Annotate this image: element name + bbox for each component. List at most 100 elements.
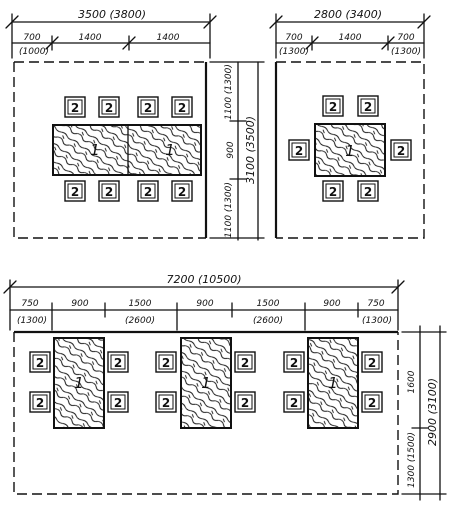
table-a-label-2: 1 — [165, 141, 175, 159]
chair-label: 2 — [114, 356, 122, 370]
chair-c10: 2 — [283, 391, 305, 413]
table-a-texture — [54, 126, 200, 174]
chair-label: 2 — [329, 100, 337, 114]
dim-b-w1-alt: (1300) — [279, 47, 309, 57]
chair-b5: 2 — [322, 180, 344, 202]
chair-label: 2 — [162, 396, 170, 410]
dim-tick — [122, 36, 136, 50]
dim-a-w2: 1400 — [79, 33, 102, 43]
chair-label: 2 — [178, 185, 186, 199]
chair-c1: 2 — [29, 351, 51, 373]
chair-label: 2 — [364, 185, 372, 199]
table-c2-label: 1 — [201, 374, 211, 392]
chair-label: 2 — [144, 101, 152, 115]
dim-tick — [3, 280, 17, 294]
chair-label: 2 — [295, 144, 303, 158]
table-c3-texture — [309, 339, 357, 427]
chair-a8: 2 — [171, 180, 193, 202]
dim-tick — [381, 36, 395, 50]
dim-c-total: 7200 (10500) — [166, 273, 241, 286]
chair-b6: 2 — [357, 180, 379, 202]
dim-b-w2: 1400 — [339, 33, 362, 43]
chair-a3: 2 — [137, 96, 159, 118]
chair-label: 2 — [241, 396, 249, 410]
chair-a7: 2 — [137, 180, 159, 202]
layout-c: 7200 (10500) 750 900 1500 900 1500 900 7… — [3, 273, 447, 501]
chair-label: 2 — [368, 356, 376, 370]
table-c3-label: 1 — [328, 374, 338, 392]
table-c1-label: 1 — [74, 374, 84, 392]
dim-a-h3: 1100 (1300) — [224, 182, 234, 238]
chair-label: 2 — [71, 101, 79, 115]
dim-a-w3: 1400 — [157, 33, 180, 43]
dim-b-w1: 700 — [285, 33, 302, 43]
chair-label: 2 — [290, 356, 298, 370]
dim-a-w1: 700 — [23, 33, 40, 43]
chair-a6: 2 — [98, 180, 120, 202]
chair-a4: 2 — [171, 96, 193, 118]
dim-c-w6: 900 — [323, 299, 340, 309]
chair-c2: 2 — [29, 391, 51, 413]
chair-label: 2 — [105, 101, 113, 115]
room-outline-a — [13, 61, 206, 239]
chair-b2: 2 — [357, 95, 379, 117]
dim-tick — [45, 36, 59, 50]
dim-c-w3-alt: (2600) — [125, 316, 155, 326]
table-c2-texture — [182, 339, 230, 427]
chair-label: 2 — [36, 356, 44, 370]
dim-a-h1: 1100 (1300) — [224, 64, 234, 120]
dim-a-total: 3500 (3800) — [78, 8, 146, 21]
table-b-texture — [316, 125, 384, 175]
chair-label: 2 — [329, 185, 337, 199]
chair-a1: 2 — [64, 96, 86, 118]
chair-b1: 2 — [322, 95, 344, 117]
chair-c8: 2 — [234, 391, 256, 413]
chair-c5: 2 — [155, 351, 177, 373]
dim-c-w4: 900 — [196, 299, 213, 309]
dim-a-h2: 900 — [226, 141, 236, 158]
dim-b-w3: 700 — [397, 33, 414, 43]
chair-label: 2 — [368, 396, 376, 410]
table-a-label-1: 1 — [90, 141, 100, 159]
dim-c-h2: 1300 (1500) — [407, 432, 417, 488]
dim-c-w5: 1500 — [257, 299, 280, 309]
dim-c-w7-alt: (1300) — [362, 316, 392, 326]
chair-a2: 2 — [98, 96, 120, 118]
dim-c-w5-alt: (2600) — [253, 316, 283, 326]
chair-c7: 2 — [234, 351, 256, 373]
chair-label: 2 — [36, 396, 44, 410]
dim-c-htotal: 2900 (3100) — [426, 378, 439, 446]
layout-a: 3500 (3800) 700 1400 1400 (1000) 1100 (1… — [5, 8, 265, 241]
dim-b-total: 2800 (3400) — [314, 8, 382, 21]
layout-b: 2800 (3400) 700 1400 700 (1300) (1300) 1… — [269, 8, 431, 239]
chair-b4: 2 — [390, 139, 412, 161]
room-outline-b — [276, 61, 425, 239]
chair-b3: 2 — [288, 139, 310, 161]
chair-a5: 2 — [64, 180, 86, 202]
chair-label: 2 — [290, 396, 298, 410]
dim-tick — [391, 280, 405, 294]
dim-a-htotal: 3100 (3500) — [244, 116, 257, 184]
chair-c11: 2 — [361, 351, 383, 373]
room-outline-c — [13, 332, 399, 495]
chair-label: 2 — [144, 185, 152, 199]
chair-c3: 2 — [107, 351, 129, 373]
chair-label: 2 — [178, 101, 186, 115]
chair-c6: 2 — [155, 391, 177, 413]
chair-label: 2 — [397, 144, 405, 158]
chair-label: 2 — [162, 356, 170, 370]
dim-c-w1-alt: (1300) — [17, 316, 47, 326]
chair-label: 2 — [71, 185, 79, 199]
dim-c-w7: 750 — [367, 299, 384, 309]
chair-label: 2 — [241, 356, 249, 370]
dim-c-w2: 900 — [71, 299, 88, 309]
chair-label: 2 — [114, 396, 122, 410]
chair-label: 2 — [105, 185, 113, 199]
dim-c-w3: 1500 — [129, 299, 152, 309]
chair-c9: 2 — [283, 351, 305, 373]
chair-label: 2 — [364, 100, 372, 114]
dim-tick — [203, 15, 217, 29]
table-b-label: 1 — [345, 142, 355, 160]
